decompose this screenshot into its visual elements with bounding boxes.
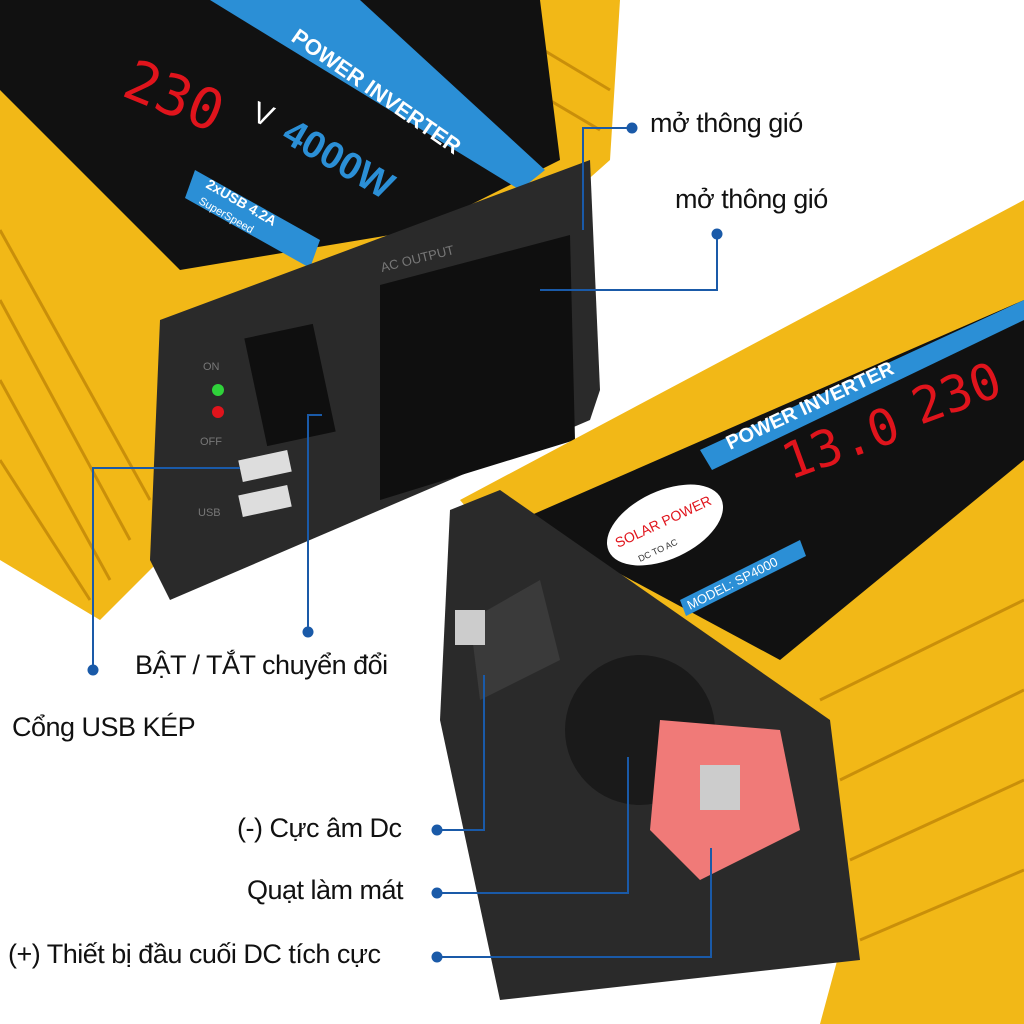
callout-dot [431, 951, 443, 963]
label-cooling-fan: Quạt làm mát [247, 875, 404, 905]
label-dc-positive: (+) Thiết bị đầu cuối DC tích cực [8, 939, 381, 969]
inverter-right: POWER INVERTER 13.0 230 SOLAR POWER DC T… [440, 200, 1024, 1024]
label-dc-negative: (-) Cực âm Dc [237, 813, 402, 843]
callout-dot [626, 122, 638, 134]
switch-on-label: ON [203, 361, 220, 373]
label-usb-ports: Cổng USB KÉP [12, 712, 196, 742]
switch-off-label: OFF [200, 436, 222, 448]
inverter-left: POWER INVERTER 230 V 4000W 2xUSB 4.2A Su… [0, 0, 620, 620]
label-vent-1: mở thông gió [650, 108, 803, 138]
callout-dot [711, 228, 723, 240]
callout-dot [87, 664, 99, 676]
usb-port-label: USB [198, 507, 221, 519]
callout-dot [431, 887, 443, 899]
callout-dot [431, 824, 443, 836]
callout-lines [92, 127, 718, 958]
callout-dot [302, 626, 314, 638]
label-vent-2: mở thông gió [675, 184, 828, 214]
label-power-switch: BẬT / TẮT chuyển đổi [135, 650, 388, 680]
